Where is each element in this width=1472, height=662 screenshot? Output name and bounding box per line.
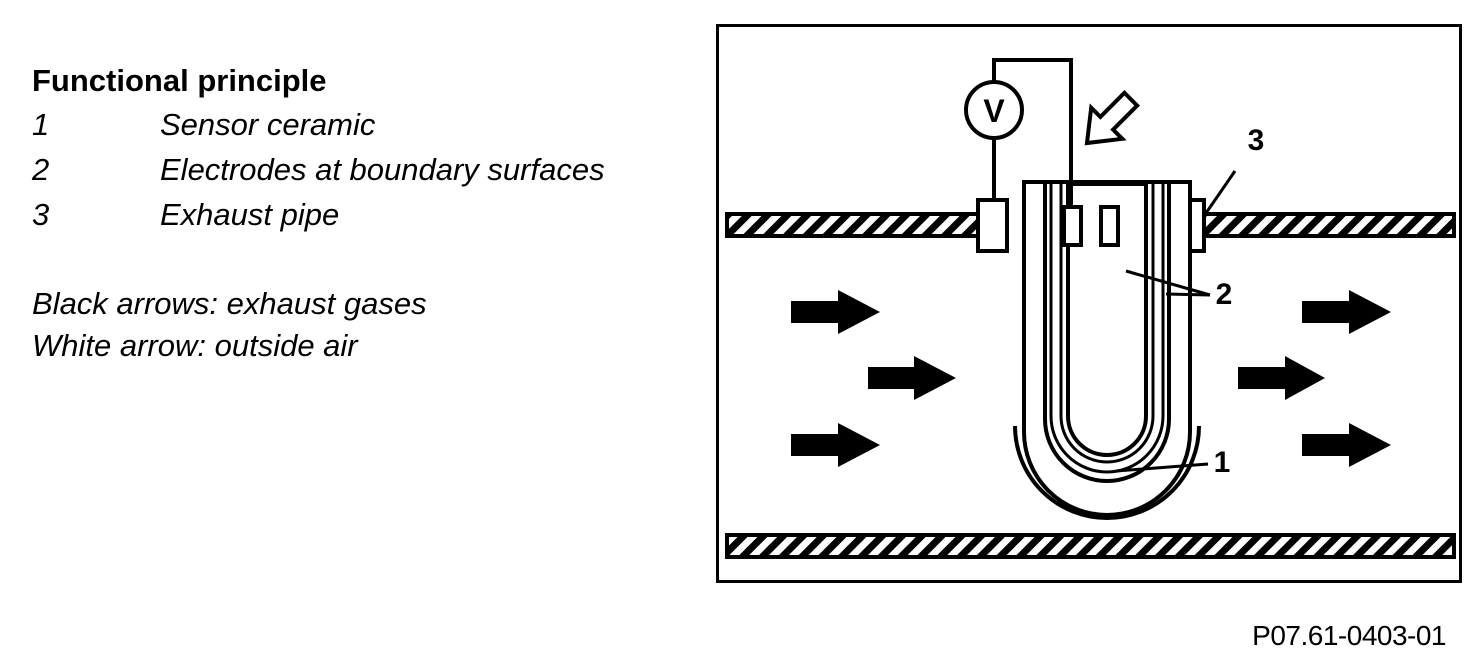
- exhaust-arrow: [1302, 290, 1391, 334]
- legend-title: Functional principle: [32, 63, 327, 98]
- legend-item-label: Electrodes at boundary surfaces: [160, 152, 605, 187]
- exhaust-gas-arrows: [791, 290, 1391, 467]
- callout-lines: [1115, 170, 1237, 473]
- legend-item-label: Sensor ceramic: [160, 107, 376, 142]
- exhaust-arrow: [1302, 423, 1391, 467]
- exhaust-arrow: [868, 356, 956, 400]
- voltmeter-icon: [964, 80, 1024, 140]
- voltmeter-symbol: V: [983, 93, 1005, 129]
- voltmeter-wiring: [992, 58, 1073, 207]
- exhaust-pipe-top-wall: [725, 212, 1456, 238]
- outside-air-arrow: [1084, 90, 1140, 146]
- callout-electrodes: 2: [1216, 278, 1233, 311]
- legend-item: 1 Sensor ceramic: [32, 102, 692, 147]
- sensor-inner-chamber: [1049, 182, 1165, 474]
- legend-item: 2 Electrodes at boundary surfaces: [32, 147, 692, 192]
- white-arrow-note: White arrow: outside air: [32, 328, 358, 363]
- exhaust-arrow: [1238, 356, 1325, 400]
- exhaust-arrow: [791, 423, 880, 467]
- legend-item-number: 1: [32, 107, 50, 142]
- callout-sensor-ceramic: 1: [1214, 446, 1231, 479]
- mount-block-left: [976, 198, 1009, 253]
- exhaust-pipe-bottom-wall: [725, 533, 1456, 559]
- arrow-notes: Black arrows: exhaust gases White arrow:…: [32, 283, 427, 367]
- black-arrow-note: Black arrows: exhaust gases: [32, 286, 427, 321]
- callout-exhaust-pipe: 3: [1248, 124, 1265, 157]
- legend-item-label: Exhaust pipe: [160, 197, 340, 232]
- legend-item-number: 2: [32, 152, 50, 187]
- legend-item: 3 Exhaust pipe: [32, 192, 692, 237]
- legend-item-number: 3: [32, 197, 50, 232]
- sensor-diagram: V 3 2 1: [716, 24, 1462, 583]
- exhaust-arrow: [791, 290, 880, 334]
- figure-id: P07.61-0403-01: [1252, 620, 1446, 651]
- legend: Functional principle 1 Sensor ceramic 2 …: [32, 60, 692, 237]
